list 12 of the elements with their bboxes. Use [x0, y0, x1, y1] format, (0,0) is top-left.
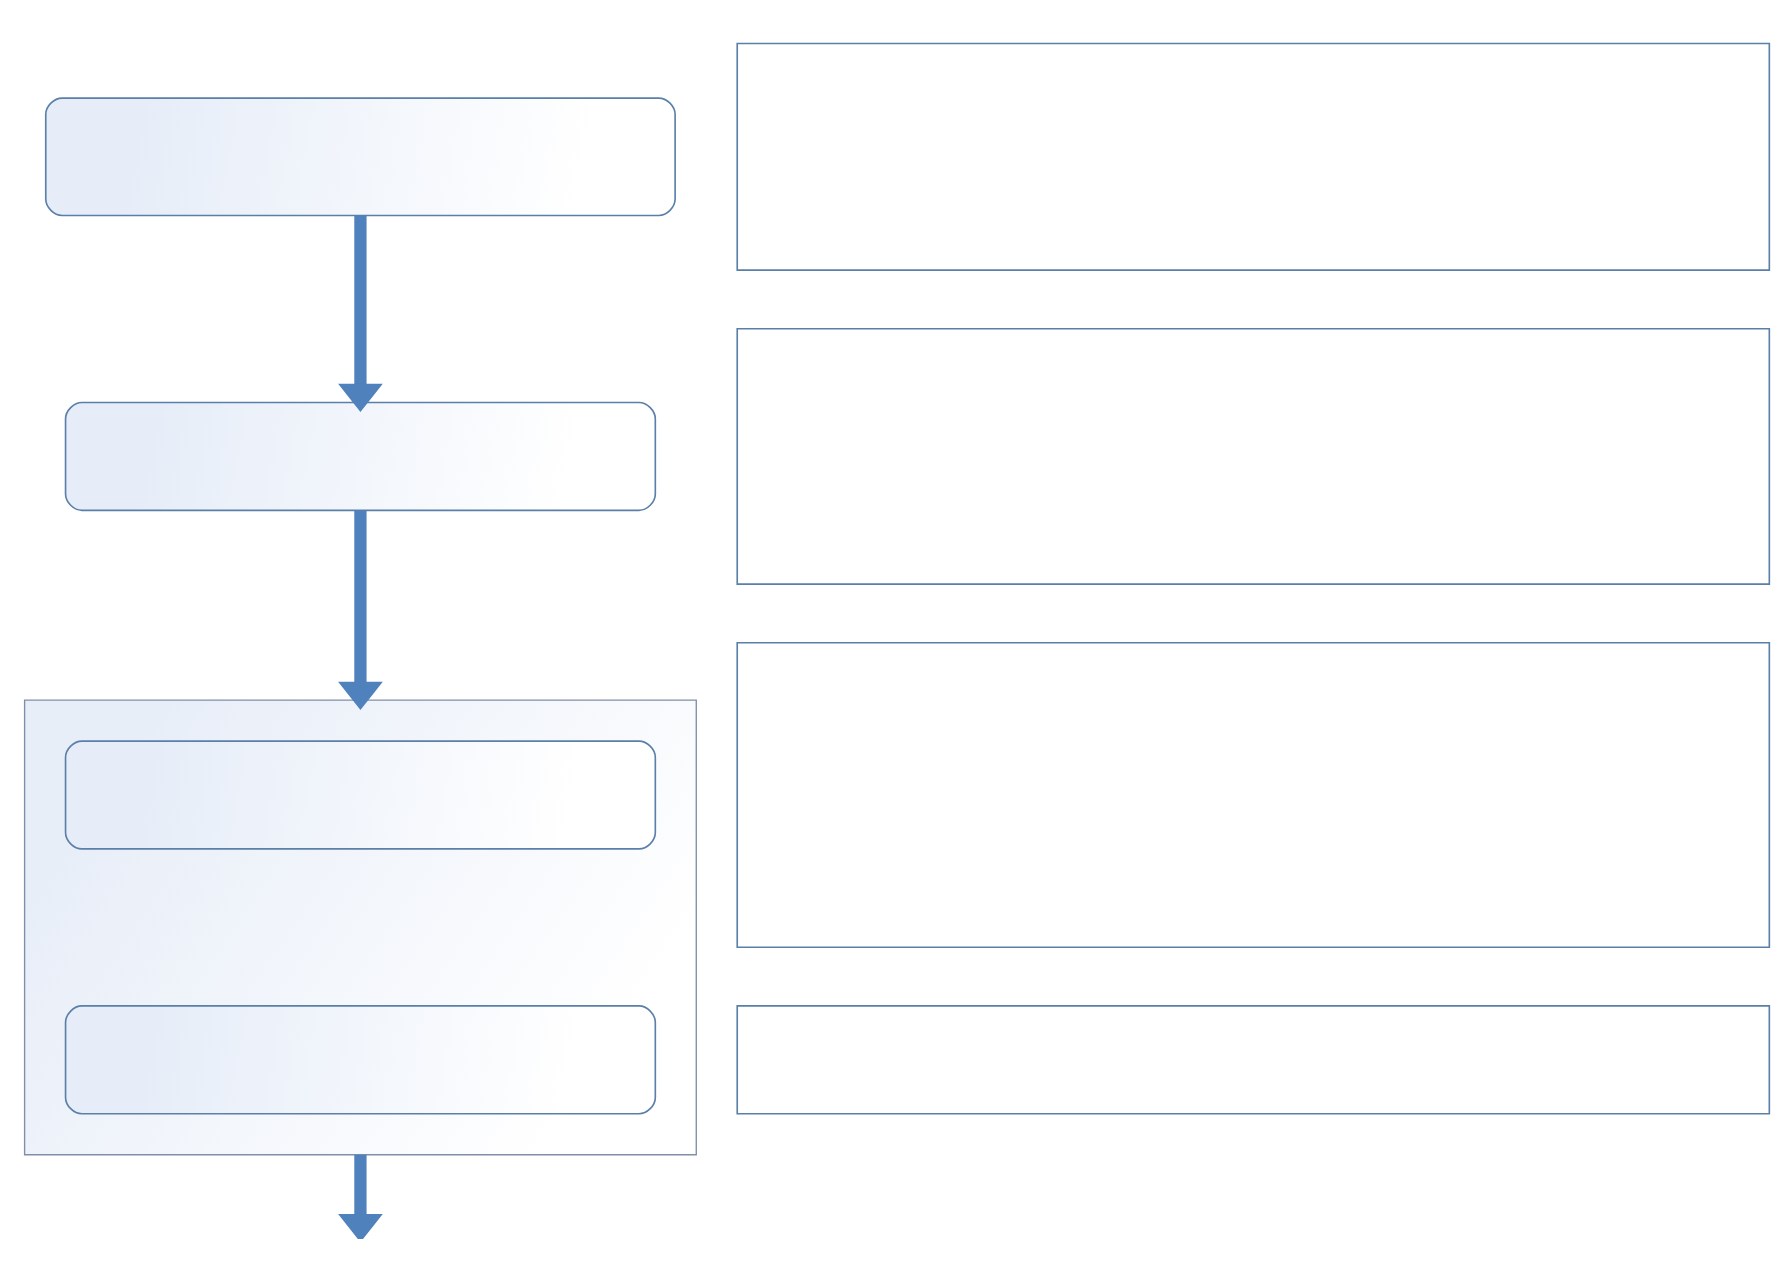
node-stadium — [44, 96, 676, 216]
node-stadium — [64, 401, 657, 511]
arrow — [338, 510, 383, 710]
node-box — [736, 641, 1771, 948]
node-stadium — [64, 1004, 657, 1115]
arrow — [338, 1154, 383, 1239]
node-box — [736, 327, 1771, 585]
cluster — [23, 698, 697, 1155]
arrow — [338, 215, 383, 412]
node-box — [736, 42, 1771, 271]
node-box — [736, 1004, 1771, 1115]
node-stadium — [64, 739, 657, 850]
